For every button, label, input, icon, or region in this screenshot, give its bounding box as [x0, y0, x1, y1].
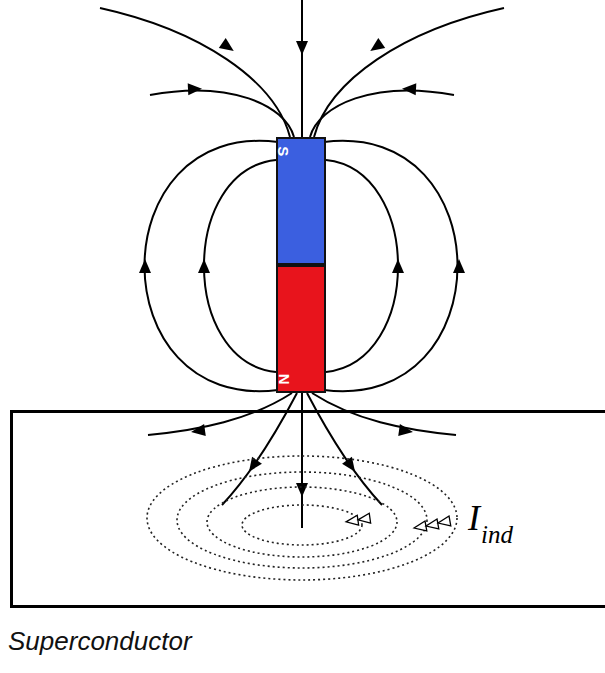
field-line [326, 160, 398, 372]
field-arrows [139, 38, 465, 497]
field-line [204, 160, 276, 372]
field-line [150, 91, 294, 137]
field-line [301, 0, 303, 137]
superconductor-block: Superconductor [10, 410, 605, 608]
arrowhead [398, 424, 414, 438]
field-lines [100, 0, 504, 528]
field-line [100, 8, 290, 137]
current-arrowhead [357, 513, 370, 525]
current-loop [147, 456, 457, 580]
arrowhead [392, 259, 404, 273]
arrowhead [296, 483, 308, 497]
current-arrowhead [425, 519, 439, 531]
arrowhead [190, 424, 206, 438]
arrowhead [219, 38, 237, 56]
current-arrows [345, 513, 450, 533]
arrowhead [402, 83, 417, 96]
current-arrowhead [413, 521, 427, 533]
arrowhead [367, 38, 385, 56]
arrowhead [296, 41, 308, 55]
field-line [301, 393, 303, 528]
field-line [324, 141, 458, 391]
current-arrowhead [437, 516, 451, 528]
current-arrowhead [345, 515, 358, 527]
magnet-south-pole: S [276, 137, 326, 265]
field-line [145, 141, 279, 391]
field-line [314, 8, 504, 137]
induced-current-loops [147, 456, 457, 580]
pole-letter: N [275, 373, 292, 384]
current-loop [242, 505, 362, 545]
pole-letter: S [275, 146, 292, 156]
field-line [148, 393, 292, 435]
arrowhead [198, 259, 210, 273]
current-loop [177, 472, 427, 568]
magnet-north-pole: N [276, 265, 326, 393]
arrowhead [453, 259, 465, 273]
field-line [310, 91, 454, 137]
arrowhead [188, 83, 203, 96]
current-loop [207, 487, 397, 557]
current-subscript: ind [481, 522, 513, 547]
current-symbol: I [468, 500, 480, 536]
field-line [312, 393, 456, 435]
arrowhead [139, 259, 151, 273]
caption-label: Superconductor [8, 627, 192, 656]
